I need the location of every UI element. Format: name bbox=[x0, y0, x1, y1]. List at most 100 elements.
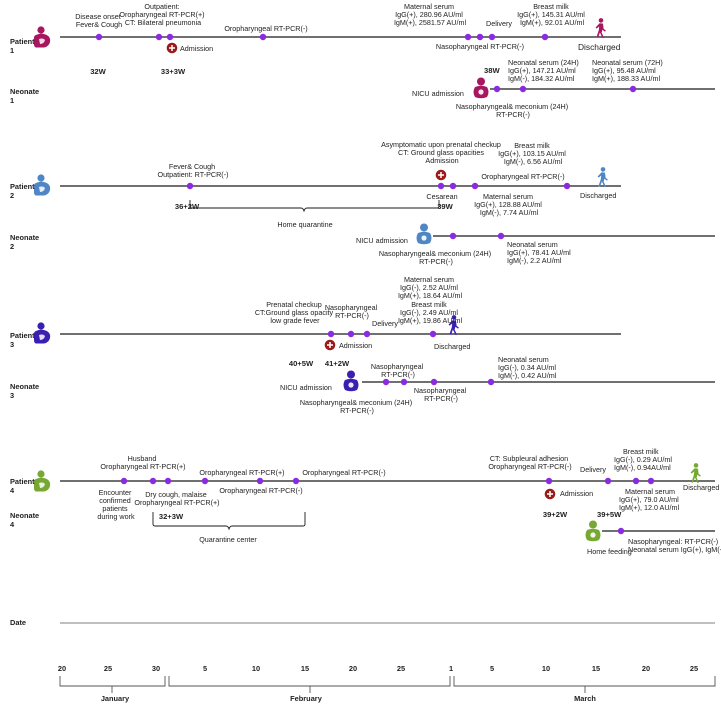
delivery-label: Delivery bbox=[372, 319, 398, 328]
event-dot bbox=[563, 182, 571, 190]
maternal-serum-note: Maternal serum IgG(-), 2.52 AU/ml IgM(+)… bbox=[398, 275, 463, 300]
husband-note: Husband Oropharyngeal RT-PCR(+) bbox=[100, 454, 185, 471]
february-bracket bbox=[168, 676, 451, 687]
patient-4-row: Patient 4 Husband Oropharyngeal RT-PCR(+… bbox=[10, 447, 719, 544]
event-dot bbox=[493, 85, 501, 93]
event-dot bbox=[256, 477, 264, 485]
event-dot bbox=[430, 378, 438, 386]
event-dot bbox=[464, 33, 472, 41]
row-number: 3 bbox=[10, 340, 14, 349]
admission-label: Admission bbox=[339, 341, 372, 350]
row-label: Neonate bbox=[10, 233, 39, 242]
event-dot bbox=[259, 33, 267, 41]
gestation-week: 32W bbox=[90, 67, 106, 76]
event-dots bbox=[186, 182, 571, 190]
event-dots bbox=[95, 33, 549, 41]
discharged-label: Discharged bbox=[683, 483, 719, 492]
event-dot bbox=[632, 477, 640, 485]
row-number: 1 bbox=[10, 46, 14, 55]
dry-cough-note: Dry cough, malaise Oropharyngeal RT-PCR(… bbox=[134, 490, 219, 507]
walking-person-icon bbox=[597, 167, 608, 187]
infant-icon bbox=[343, 370, 359, 392]
tick-label: 15 bbox=[592, 664, 600, 673]
delivery-label: Delivery bbox=[486, 19, 512, 28]
neonatal-serum-note: Neonatal serum IgG(+), 78.41 AU/ml IgM(-… bbox=[507, 240, 573, 265]
delivery-label: Delivery bbox=[580, 465, 606, 474]
tick-label: 25 bbox=[690, 664, 698, 673]
event-dot bbox=[604, 477, 612, 485]
row-label: Neonate bbox=[10, 87, 39, 96]
home-feeding-label: Home feeding bbox=[587, 547, 632, 556]
infant-icon bbox=[416, 223, 432, 245]
row-label: Patient bbox=[10, 37, 35, 46]
event-dots bbox=[617, 527, 625, 535]
event-dot bbox=[166, 33, 174, 41]
january-bracket bbox=[59, 676, 166, 687]
patient-1-row: Patient 1 Disease onset Fever& Cough Out… bbox=[10, 2, 621, 76]
meconium-note: Nasopharyngeal& meconium (24H) RT-PCR(-) bbox=[300, 398, 414, 415]
event-dot bbox=[629, 85, 637, 93]
month-brackets bbox=[59, 676, 716, 693]
maternal-serum-note: Maternal serum IgG(+), 128.88 AU/ml IgM(… bbox=[474, 192, 544, 217]
event-dot bbox=[545, 477, 553, 485]
event-dot bbox=[471, 182, 479, 190]
walking-person-icon bbox=[690, 463, 701, 483]
row-label: Patient bbox=[10, 477, 35, 486]
neonate-2-row: Neonate 2 NICU admission Nasopharyngeal&… bbox=[10, 223, 715, 266]
discharged-label: Discharged bbox=[434, 342, 470, 351]
tick-label: 20 bbox=[642, 664, 650, 673]
pregnant-woman-icon bbox=[34, 174, 51, 196]
event-dots bbox=[382, 378, 495, 386]
breast-milk-note: Breast milk IgG(+), 145.31 AU/ml IgM(+),… bbox=[517, 2, 587, 27]
breast-milk-note: Breast milk IgG(+), 103.15 AU/ml IgM(-),… bbox=[498, 141, 568, 166]
event-dot bbox=[186, 182, 194, 190]
event-dot bbox=[155, 33, 163, 41]
event-dot bbox=[400, 378, 408, 386]
event-dot bbox=[363, 330, 371, 338]
infant-icon bbox=[473, 77, 489, 99]
event-dot bbox=[449, 232, 457, 240]
patient-2-row: Patient 2 Fever& Cough Outpatient: RT-PC… bbox=[10, 140, 621, 229]
onset-note: Disease onset Fever& Cough bbox=[75, 12, 123, 29]
event-dot bbox=[164, 477, 172, 485]
hospital-cross-icon bbox=[166, 42, 178, 54]
admission-label: Admission bbox=[180, 44, 213, 53]
cesarean-label: Cesarean bbox=[426, 192, 457, 201]
neonate-1-row: Neonate 1 38W NICU admission Nasopharyng… bbox=[10, 58, 715, 119]
oropharyngeal-note: Oropharyngeal RT-PCR(-) bbox=[224, 24, 307, 33]
event-dot bbox=[488, 33, 496, 41]
maternal-serum-note: Maternal serum IgG(+), 280.96 AU/ml IgM(… bbox=[394, 2, 467, 27]
gestation-week: 39+2W bbox=[543, 510, 568, 519]
event-dot bbox=[382, 378, 390, 386]
encounter-note: Encounter confirmed patients during work bbox=[97, 488, 135, 521]
event-dot bbox=[149, 477, 157, 485]
event-dot bbox=[487, 378, 495, 386]
row-label: Patient bbox=[10, 331, 35, 340]
maternal-serum-note: Maternal serum IgG(+), 79.0 AU/ml IgM(+)… bbox=[619, 487, 681, 512]
row-number: 1 bbox=[10, 96, 14, 105]
quarantine-brace bbox=[189, 200, 440, 213]
event-dot bbox=[647, 477, 655, 485]
event-dot bbox=[617, 527, 625, 535]
pregnant-woman-icon bbox=[34, 322, 51, 344]
event-dot bbox=[449, 182, 457, 190]
tick-label: 30 bbox=[152, 664, 160, 673]
oropharyngeal-note: Oropharyngeal RT-PCR(+) bbox=[199, 468, 284, 477]
quarantine-center-label: Quarantine center bbox=[199, 535, 257, 544]
row-label: Patient bbox=[10, 182, 35, 191]
nasopharyngeal-note: Nasopharyngeal: RT-PCR(-) Neonatal serum… bbox=[628, 537, 721, 554]
discharged-label: Discharged bbox=[580, 191, 616, 200]
infant-icon bbox=[585, 520, 601, 542]
row-number: 3 bbox=[10, 391, 14, 400]
gestation-week: 39+5W bbox=[597, 510, 622, 519]
event-dot bbox=[95, 33, 103, 41]
month-label: March bbox=[574, 694, 596, 703]
quarantine-brace bbox=[152, 512, 306, 531]
neonatal-serum-note: Neonatal serum (72H) IgG(+), 95.48 AU/ml… bbox=[592, 58, 665, 83]
gestation-week: 41+2W bbox=[325, 359, 350, 368]
event-dots bbox=[493, 85, 637, 93]
pregnant-woman-icon bbox=[34, 470, 51, 492]
gestation-week: 40+5W bbox=[289, 359, 314, 368]
neonate-4-row: Neonate 4 39+5W Home feeding Nasopharyng… bbox=[10, 510, 721, 556]
tick-label: 10 bbox=[542, 664, 550, 673]
